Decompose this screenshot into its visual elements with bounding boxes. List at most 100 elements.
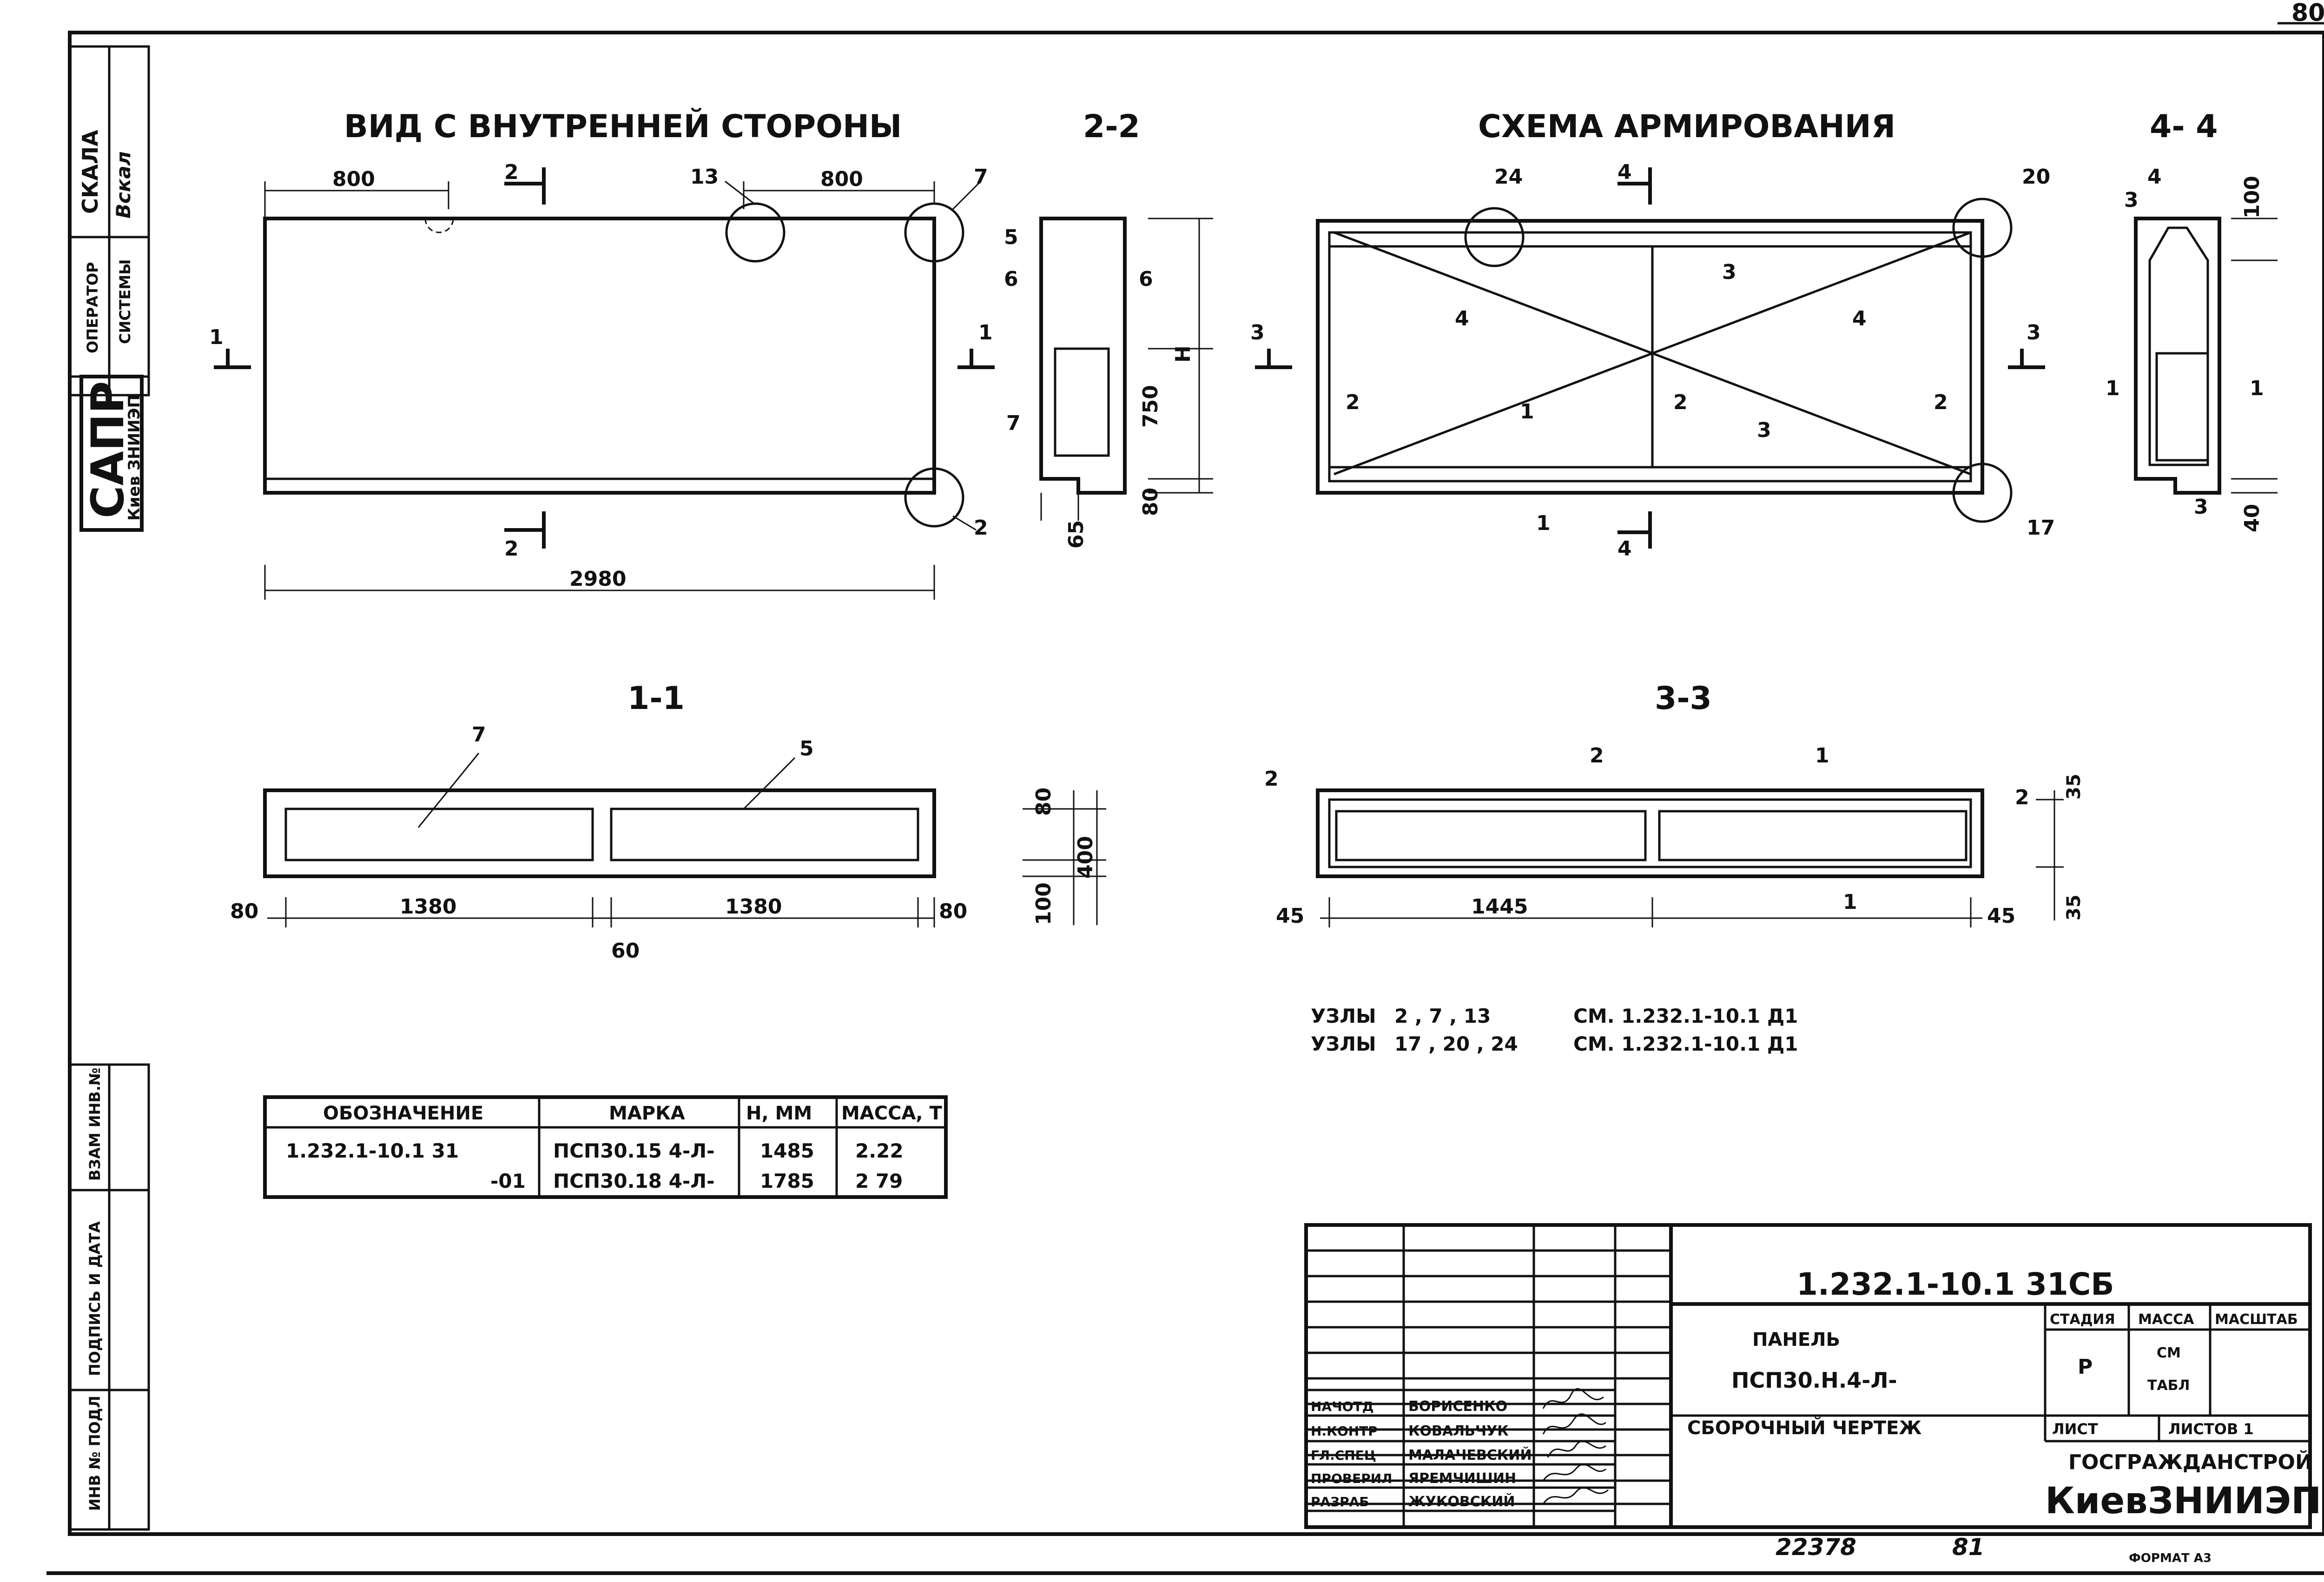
tb-org2: КиевЗНИИЭП xyxy=(2045,1480,2321,1522)
tb-name-3: МАЛАЧЕВСКИЙ xyxy=(1408,1447,1532,1463)
sec33-dim-1445: 1445 xyxy=(1471,895,1528,919)
title-sec22: 2-2 xyxy=(1083,108,1140,145)
tb-role-3: ГЛ.СПЕЦ xyxy=(1311,1448,1376,1463)
page-number: 80 xyxy=(2291,0,2324,27)
sec22-mark-6a: 6 xyxy=(1004,267,1018,291)
scheme-mark-3a: 3 xyxy=(1722,260,1736,284)
sec33-mark-2b: 2 xyxy=(1590,744,1604,768)
view-mark-2: 2 xyxy=(974,516,988,540)
sec22-mark-7: 7 xyxy=(1006,411,1021,435)
view-dim-left: 800 xyxy=(332,167,375,191)
sec33-mark-2c: 2 xyxy=(2015,786,2029,809)
tb-role-5: РАЗРАБ xyxy=(1311,1494,1369,1509)
scheme-mark-3b: 3 xyxy=(1757,418,1771,442)
scheme-mark-4a: 4 xyxy=(1455,307,1469,331)
tb-massa2: ТАБЛ xyxy=(2147,1377,2190,1394)
spec-header-mass: МАССА, Т xyxy=(841,1103,943,1124)
note-nodes-1: 2 , 7 , 13 xyxy=(1394,1005,1491,1027)
title-scheme: СХЕМА АРМИРОВАНИЯ xyxy=(1478,108,1895,145)
scheme-mark-1a: 1 xyxy=(1520,400,1534,424)
view-dim-total: 2980 xyxy=(569,567,626,591)
scheme-mark-2a: 2 xyxy=(1346,391,1360,414)
view-cut-2-top: 2 xyxy=(504,160,519,184)
sec33-mark-1a: 1 xyxy=(1815,744,1829,768)
tb-massa1: СМ xyxy=(2157,1345,2181,1361)
scheme-cut-4-bottom: 4 xyxy=(1618,537,1632,561)
note-label-1: УЗЛЫ xyxy=(1311,1005,1376,1027)
tb-listov: ЛИСТОВ 1 xyxy=(2168,1420,2254,1438)
view-cut-1-right: 1 xyxy=(978,321,993,344)
note-nodes-2: 17 , 20 , 24 xyxy=(1394,1033,1518,1055)
tb-stadia: Р xyxy=(2078,1355,2093,1379)
sec22-dim-65: 65 xyxy=(1064,520,1088,549)
sec44-dim-100: 100 xyxy=(2240,176,2264,218)
sec11-dim-80a: 80 xyxy=(230,900,258,923)
spec-row1-mass: 2.22 xyxy=(855,1139,904,1162)
sec11-drawing xyxy=(263,753,1106,927)
side-sistemy: СИСТЕМЫ xyxy=(116,259,134,344)
spec-header-mark: МАРКА xyxy=(609,1103,685,1124)
tb-name-5: ЖУКОВСКИЙ xyxy=(1408,1493,1515,1510)
tb-massa-h: МАССА xyxy=(2138,1311,2194,1328)
tb-name2: ПСП30.Н.4-Л- xyxy=(1731,1368,1897,1393)
scheme-cut-3-right: 3 xyxy=(2027,321,2041,344)
scheme-mark-17: 17 xyxy=(2027,516,2055,540)
view-dim-right: 800 xyxy=(820,167,863,191)
sheet-frame xyxy=(46,22,2324,1575)
spec-row1-h: 1485 xyxy=(760,1139,814,1162)
tb-name1: ПАНЕЛЬ xyxy=(1752,1329,1840,1350)
sec11-mark-7: 7 xyxy=(472,723,486,747)
sec22-dim-H: H xyxy=(1171,345,1195,363)
sec11-dim-80b: 80 xyxy=(939,900,967,923)
sec11-dim-100: 100 xyxy=(1032,882,1056,925)
sec44-dim-40: 40 xyxy=(2240,504,2264,532)
scheme-mark-2b: 2 xyxy=(1673,391,1688,414)
sec11-dim-400: 400 xyxy=(1074,836,1097,879)
sec44-mark-1b: 1 xyxy=(2250,377,2264,400)
title-sec44: 4- 4 xyxy=(2150,108,2218,145)
notes: УЗЛЫ 2 , 7 , 13 СМ. 1.232.1-10.1 Д1 УЗЛЫ… xyxy=(1311,1005,1798,1055)
side-podpis: ПОДПИСЬ И ДАТА xyxy=(86,1221,104,1376)
side-sapr: САПР xyxy=(82,381,134,518)
side-vzam: ВЗАМ ИНВ.№ xyxy=(86,1068,104,1181)
scheme-mark-4b: 4 xyxy=(1852,307,1867,331)
signatures xyxy=(1542,1388,1609,1504)
sec33-dim-35b: 35 xyxy=(2063,894,2085,920)
spec-row1-mark: ПСП30.15 4-Л- xyxy=(553,1139,715,1162)
tb-org1: ГОСГРАЖДАНСТРОЙ xyxy=(2068,1450,2312,1474)
tb-role-4: ПРОВЕРИЛ xyxy=(1311,1471,1392,1486)
title-sec11: 1-1 xyxy=(627,680,685,717)
view-mark-13: 13 xyxy=(690,165,719,189)
scheme-cut-3-left: 3 xyxy=(1250,321,1265,344)
bottom-format: ФОРМАТ А3 xyxy=(2129,1551,2212,1565)
scheme-drawing xyxy=(1255,167,2045,549)
tb-stadia-h: СТАДИЯ xyxy=(2050,1311,2115,1328)
spec-row2-designation: -01 xyxy=(490,1170,526,1192)
sec33-dim-35a: 35 xyxy=(2063,774,2085,800)
sec33-mark-2a: 2 xyxy=(1264,767,1279,791)
sec44-drawing xyxy=(2134,217,2278,495)
spec-header-h: Н, ММ xyxy=(746,1103,812,1124)
sec11-dim-1380a: 1380 xyxy=(400,895,456,919)
sec33-dim-45b: 45 xyxy=(1987,904,2015,928)
tb-masshtab-h: МАСШТАБ xyxy=(2215,1311,2298,1328)
tb-role-2: Н.КОНТР xyxy=(1311,1423,1378,1439)
tb-name3: СБОРОЧНЫЙ ЧЕРТЕЖ xyxy=(1687,1417,1921,1439)
title-view: ВИД С ВНУТРЕННЕЙ СТОРОНЫ xyxy=(344,108,902,145)
sec33-mark-1b: 1 xyxy=(1843,890,1857,914)
bottom-inv: 22378 xyxy=(1776,1534,1856,1561)
sec44-mark-1a: 1 xyxy=(2106,377,2120,400)
sec44-mark-3b: 3 xyxy=(2194,495,2208,519)
spec-row2-mass: 2 79 xyxy=(855,1170,903,1192)
scheme-cut-4-top: 4 xyxy=(1618,160,1632,184)
sec22-mark-6b: 6 xyxy=(1139,267,1153,291)
tb-name-1: БОРИСЕНКО xyxy=(1408,1398,1507,1415)
view-panel xyxy=(214,167,995,600)
tb-name-2: КОВАЛЬЧУК xyxy=(1408,1423,1509,1439)
title-sec33: 3-3 xyxy=(1655,680,1712,717)
scheme-mark-24: 24 xyxy=(1494,165,1523,189)
sec11-dim-80v: 80 xyxy=(1032,788,1056,816)
spec-row2-h: 1785 xyxy=(760,1170,814,1192)
side-operator: ОПЕРАТОР xyxy=(84,262,101,353)
